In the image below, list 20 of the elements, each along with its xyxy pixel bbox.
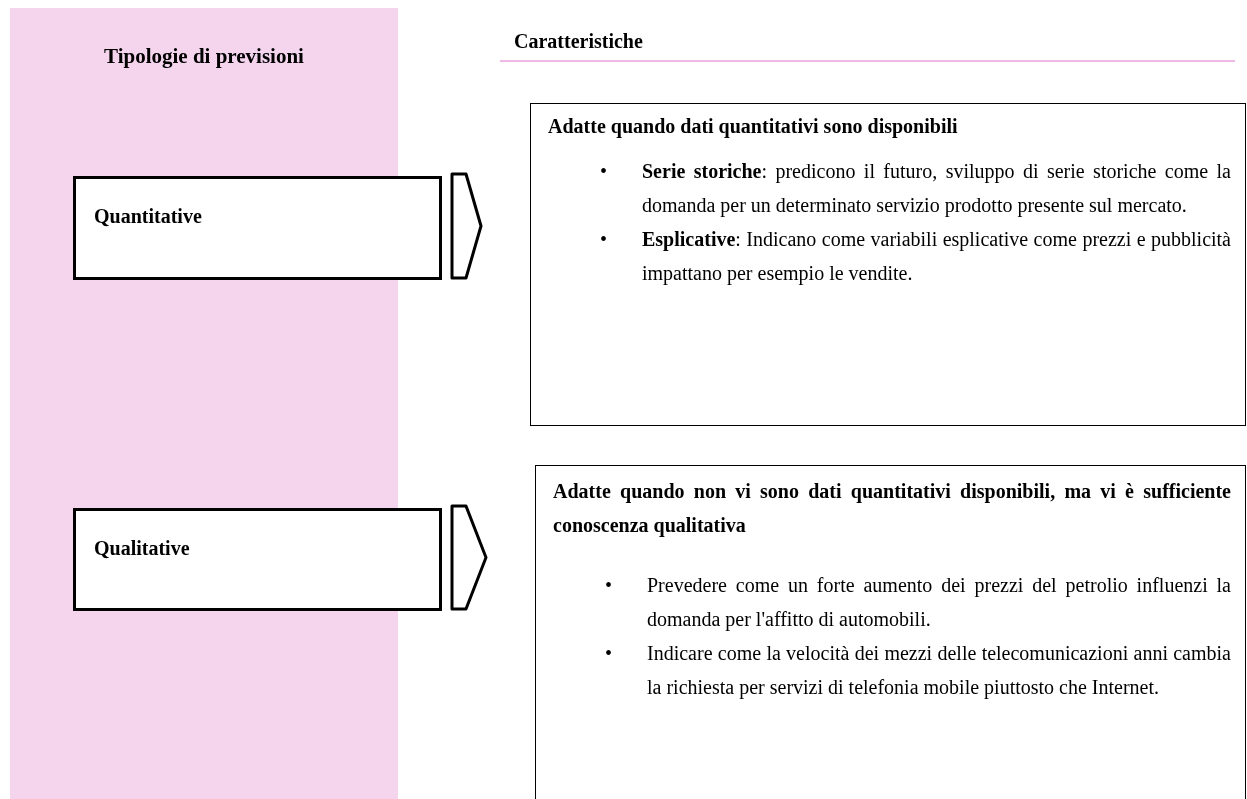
bullet: • <box>600 227 608 252</box>
bullet-item: Esplicative: Indicano come variabili esplicative come prezzi e pubblicità impattano per esempio le vendite. <box>642 227 1231 287</box>
description-heading: Adatte quando dati quantitativi sono disponibili <box>548 114 959 140</box>
chevron-arrow <box>450 504 488 611</box>
type-label: Qualitative <box>94 536 191 561</box>
column-heading: Caratteristiche <box>500 26 1235 62</box>
description-box <box>530 103 1246 426</box>
bullet: • <box>605 573 613 598</box>
bullet: • <box>600 159 608 184</box>
band-heading: Tipologie di previsioni <box>103 43 305 70</box>
bullet-item: Serie storiche: predicono il futuro, sviluppo di serie storiche come la domanda per un determinato servizio prodotto presente sul mercato. <box>642 159 1231 219</box>
description-heading: Adatte quando non vi sono dati quantitativi disponibili, ma vi è sufficiente conoscenza qualitativa <box>553 479 1231 539</box>
type-box <box>73 508 442 611</box>
bullet-item: Indicare come la velocità dei mezzi delle telecomunicazioni anni cambia la richiesta per servizi di telefonia mobile piuttosto che Internet. <box>647 641 1231 701</box>
type-box <box>73 176 442 280</box>
chevron-arrow <box>450 172 483 280</box>
description-box <box>535 465 1246 799</box>
type-label: Quantitative <box>94 204 203 229</box>
bullet-item: Prevedere come un forte aumento dei prezzi del petrolio influenzi la domanda per l'affitto di automobili. <box>647 573 1231 633</box>
bullet: • <box>605 641 613 666</box>
